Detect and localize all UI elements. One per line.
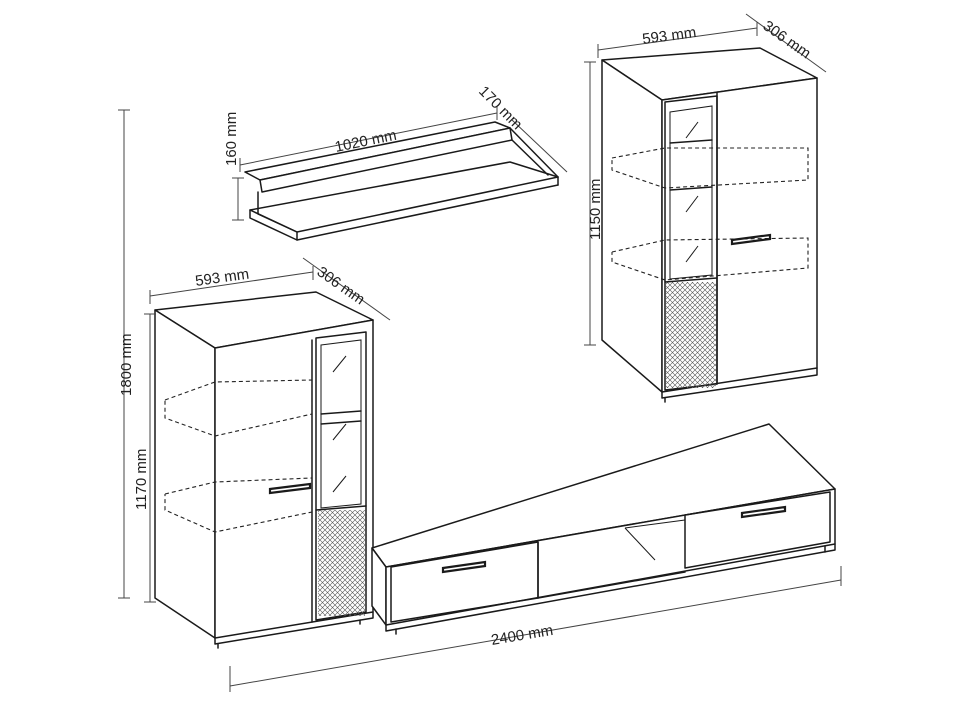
left-cabinet-width-label: 593 mm (194, 266, 250, 290)
left-cabinet-height-dimension: 1170 mm (133, 313, 156, 603)
total-height-label: 1800 mm (118, 333, 135, 396)
left-cabinet-height-label: 1170 mm (133, 449, 150, 510)
shelf-height-dimension: 160 mm (223, 112, 244, 221)
wall-cabinet-width-dimension: 593 mm (597, 22, 758, 58)
wall-cabinet-height-dimension: 1150 mm (584, 61, 604, 346)
total-height-dimension: 1800 mm (118, 109, 135, 599)
wall-cabinet-width-label: 593 mm (641, 24, 697, 48)
wall-cabinet-height-label: 1150 mm (587, 179, 604, 240)
wall-cabinet (601, 47, 818, 403)
tv-bench (371, 423, 836, 635)
total-width-label: 2400 mm (490, 622, 554, 649)
left-cabinet (154, 291, 374, 649)
wall-shelf (244, 121, 559, 241)
shelf-height-label: 160 mm (223, 112, 240, 166)
